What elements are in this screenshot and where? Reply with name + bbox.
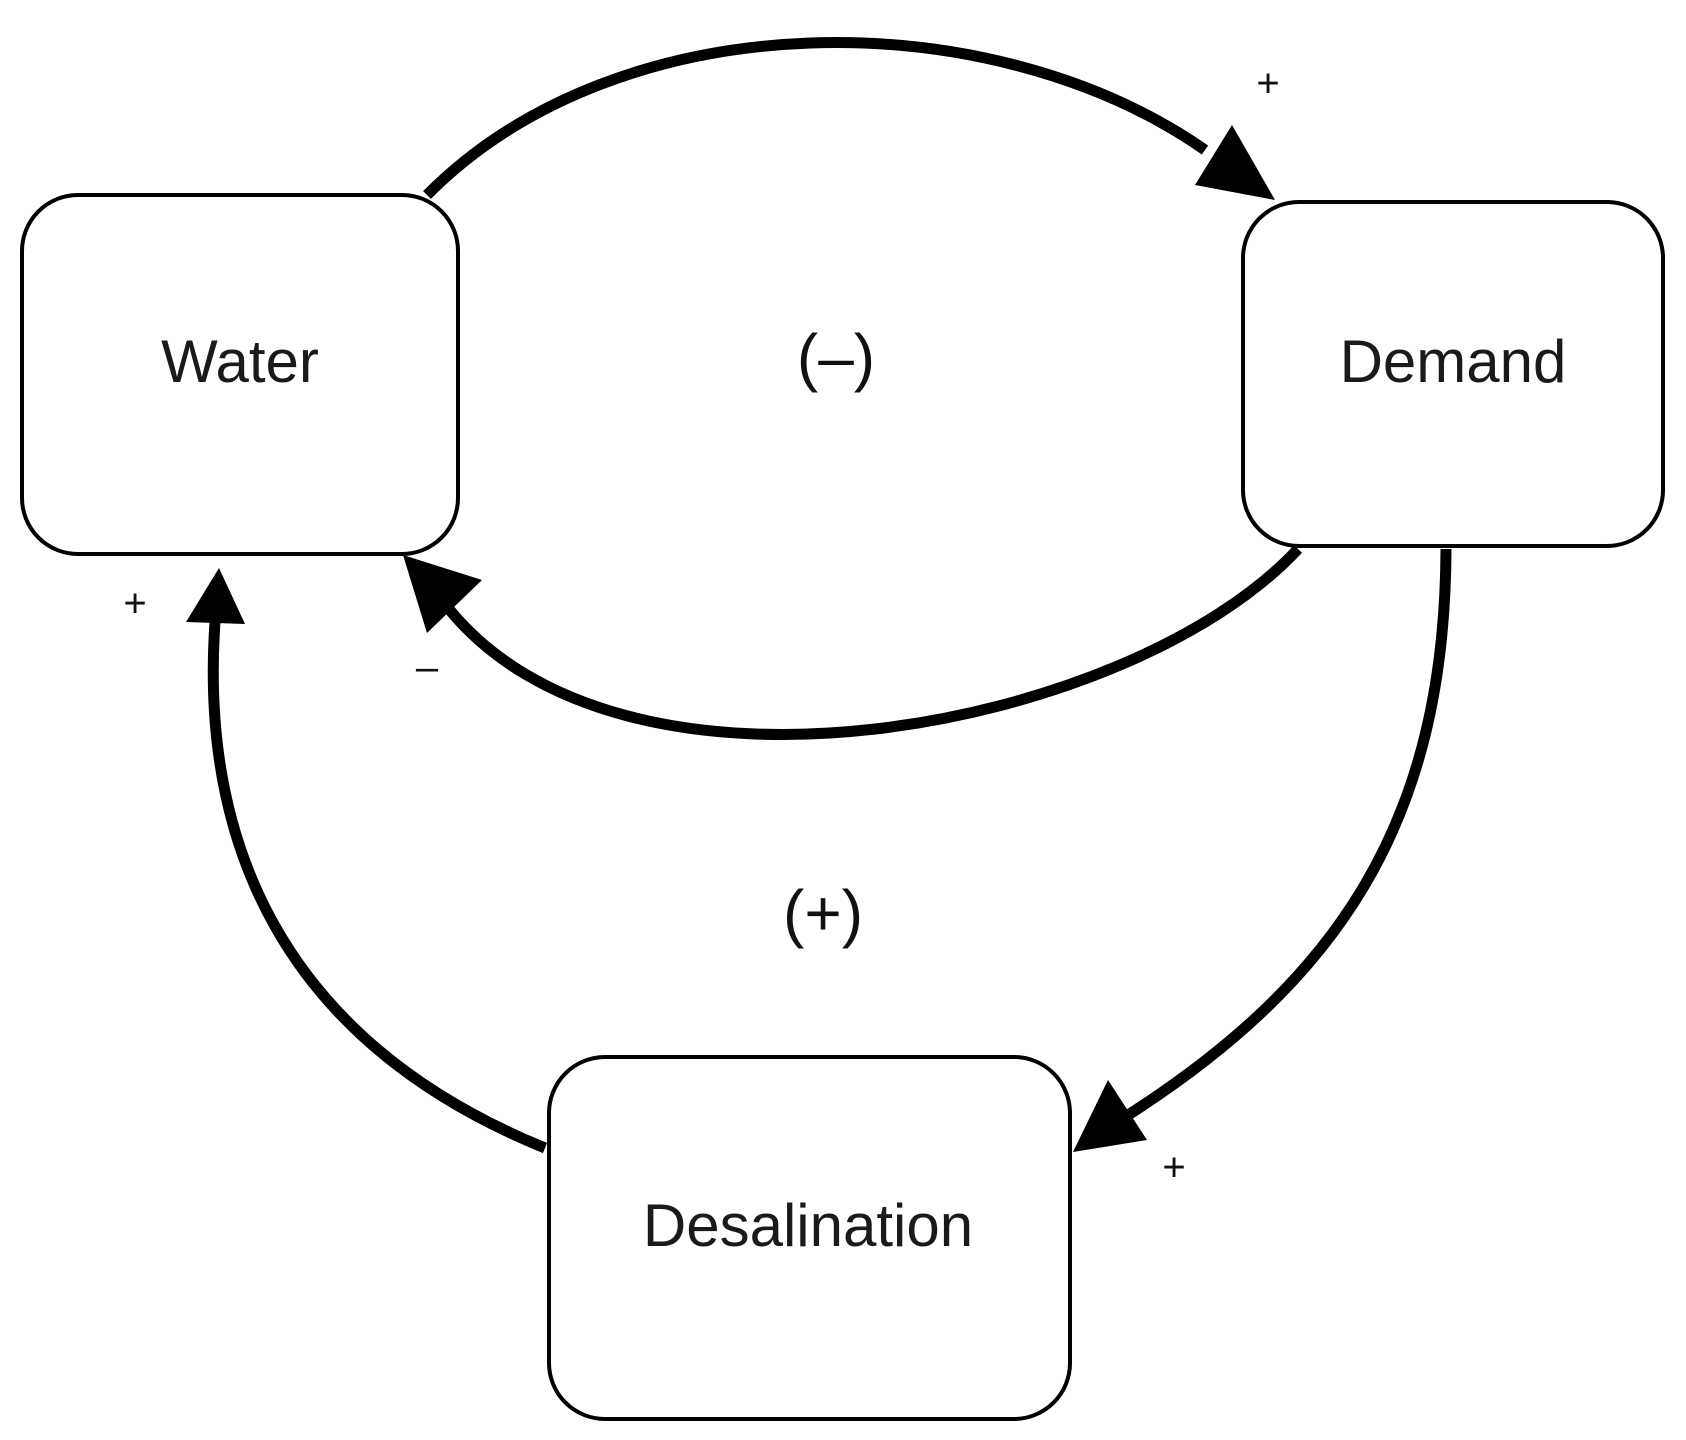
node-demand-box: [1241, 200, 1665, 548]
edge-desalination-to-water-arrowhead: [186, 568, 245, 624]
node-water-label: Water: [161, 328, 319, 395]
node-demand-label: Demand: [1340, 328, 1567, 395]
edge-water-to-demand-line: [423, 37, 1209, 199]
edge-demand-to-water-line: [440, 545, 1303, 740]
node-water-box: [20, 193, 460, 556]
polarity-demand-to-water: –: [416, 646, 439, 690]
edge-desalination-to-water-line: [207, 621, 548, 1154]
edge-water-to-demand: +: [423, 37, 1280, 200]
edge-desalination-to-water: +: [123, 568, 548, 1154]
node-desalination-label: Desalination: [643, 1192, 973, 1259]
loop-label-reinforcing: (+): [783, 877, 863, 949]
edge-demand-to-desalination-line: [1122, 548, 1452, 1122]
node-desalination: Desalination: [547, 1055, 1072, 1421]
node-demand: Demand: [1241, 200, 1665, 548]
edge-demand-to-desalination: +: [1073, 548, 1452, 1190]
edge-water-to-demand-arrowhead: [1195, 125, 1275, 200]
loop-label-balancing: (–): [797, 321, 875, 393]
node-water: Water: [20, 193, 460, 556]
edge-demand-to-water-arrowhead: [403, 555, 482, 633]
polarity-desalination-to-water: +: [123, 582, 146, 626]
node-desalination-box: [547, 1055, 1072, 1421]
edge-demand-to-desalination-arrowhead: [1073, 1080, 1147, 1152]
edge-demand-to-water: –: [403, 545, 1303, 740]
polarity-demand-to-desalination: +: [1162, 1146, 1185, 1190]
polarity-water-to-demand: +: [1256, 62, 1279, 106]
